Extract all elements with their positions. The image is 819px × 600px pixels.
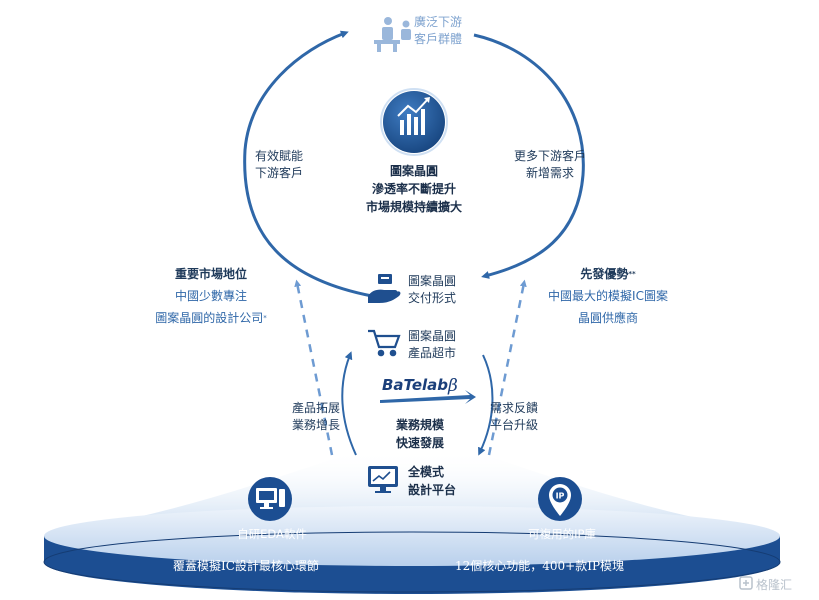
feedback-line1: 需求反饋: [490, 401, 539, 415]
top-line1: 廣泛下游: [414, 15, 463, 29]
center-line1: 圖案晶圓: [389, 164, 438, 178]
left-arc-label: 有效賦能 下游客戶: [246, 148, 312, 182]
base-right-caption: 12個核心功能，400+款IP模塊: [455, 559, 625, 573]
market-position-title: 重要市場地位: [174, 267, 247, 281]
first-mover-panel: 先發優勢** 中國最大的模擬IC圖案 晶圓供應商: [530, 263, 686, 329]
business-scale-label: 業務規模 快速發展: [382, 416, 458, 452]
shopping-cart-icon: [368, 329, 401, 357]
ip-pin-icon: IP: [538, 477, 582, 521]
feedback-line2: 平台升級: [490, 418, 539, 432]
expansion-line1: 產品拓展: [292, 401, 341, 415]
watermark-logo-icon: [739, 576, 753, 590]
supermarket-line1: 圖案晶圓: [408, 329, 457, 343]
footnote-mark-double-star: **: [628, 270, 636, 278]
design-platform-label: 全模式 設計平台: [408, 463, 456, 499]
right-arc-line1: 更多下游客戶: [513, 149, 586, 163]
expansion-line2: 業務增長: [292, 418, 341, 432]
platform-line2: 設計平台: [408, 483, 457, 497]
arc-inner-right: [478, 354, 494, 456]
platform-line1: 全模式: [408, 465, 445, 479]
footnote-mark-star: *: [263, 314, 267, 322]
product-supermarket-label: 圖案晶圓 產品超市: [408, 328, 456, 362]
eda-software-label: 自研EDA軟件: [237, 527, 307, 541]
market-position-line1: 中國少數專注: [174, 289, 247, 303]
base-disc-top: [44, 506, 780, 566]
first-mover-line2: 晶圓供應商: [577, 311, 638, 325]
delivery-line2: 交付形式: [408, 291, 457, 305]
left-arc-line2: 下游客戶: [254, 166, 303, 180]
ip-icon-label: IP: [556, 492, 565, 501]
arc-right-down: [473, 33, 585, 279]
right-arc-label: 更多下游客戶 新增需求: [502, 148, 598, 182]
arc-left-up: [243, 30, 373, 298]
top-line2: 客戶群體: [414, 32, 463, 46]
delivery-form-label: 圖案晶圓 交付形式: [408, 273, 456, 307]
business-line2: 快速發展: [395, 436, 444, 450]
left-arc-line1: 有效賦能: [254, 149, 303, 163]
market-position-line2: 圖案晶圓的設計公司: [155, 311, 264, 325]
center-line3: 市場規模持續擴大: [365, 200, 462, 214]
business-line1: 業務規模: [395, 418, 444, 432]
center-line2: 滲透率不斷提升: [371, 182, 456, 196]
svg-text:β: β: [447, 376, 458, 396]
right-arc-line2: 新增需求: [525, 166, 574, 180]
first-mover-title: 先發優勢: [580, 267, 629, 281]
supermarket-line2: 產品超市: [408, 346, 457, 360]
first-mover-line1: 中國最大的模擬IC圖案: [548, 289, 668, 303]
monitor-chart-icon: [368, 466, 398, 493]
logo-wordmark: BaTelab: [382, 376, 448, 394]
arc-inner-left: [341, 351, 357, 456]
watermark-text: 格隆汇: [756, 578, 793, 592]
center-title: 圖案晶圓 滲透率不斷提升 市場規模持續擴大: [354, 162, 474, 216]
customers-icon: [374, 17, 411, 52]
ip-library-label: 可複用的IP庫: [528, 527, 596, 541]
growth-chart-icon: [380, 88, 448, 156]
top-customer-label: 廣泛下游 客戶群體: [414, 14, 462, 48]
product-expansion-label: 產品拓展 業務增長: [292, 400, 340, 434]
demand-feedback-label: 需求反饋 平台升級: [490, 400, 538, 434]
market-position-panel: 重要市場地位 中國少數專注 圖案晶圓的設計公司*: [136, 263, 286, 329]
delivery-box-icon: [368, 274, 401, 303]
base-left-caption: 覆蓋模擬IC設計最核心環節: [173, 559, 319, 573]
delivery-line1: 圖案晶圓: [408, 274, 457, 288]
computer-icon: [248, 477, 292, 521]
batelab-logo: BaTelab β: [380, 376, 476, 404]
